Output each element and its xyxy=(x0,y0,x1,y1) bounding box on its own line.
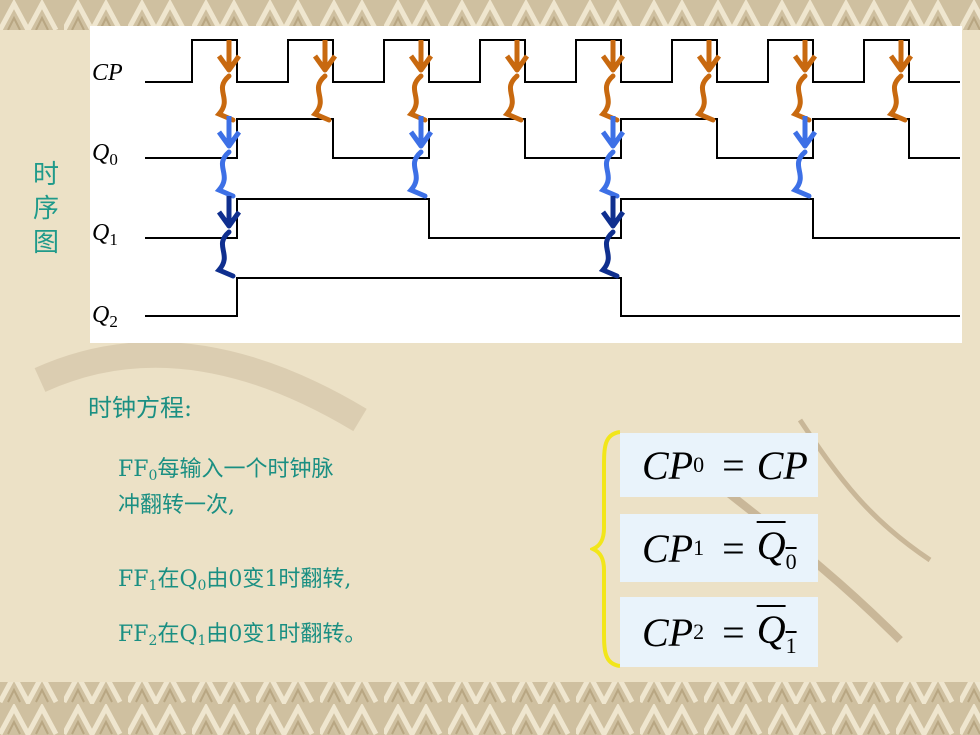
ff2-mid: 在Q xyxy=(157,622,198,647)
q0-waveform xyxy=(145,118,960,159)
cp-trigger-arrow xyxy=(694,40,722,123)
timing-diagram-vertical-label: 时 序 图 xyxy=(26,158,66,260)
equation-brace xyxy=(590,430,621,668)
eq-lhs-sub: 1 xyxy=(693,535,705,560)
eq-lhs: CP xyxy=(642,609,694,655)
ff2-text: 由0变1时翻转。 xyxy=(206,622,367,647)
ff2-qsub: 1 xyxy=(197,633,207,649)
note-ff1: FF1在Q0由0变1时翻转, xyxy=(118,565,351,601)
eq-equals: = xyxy=(722,609,745,655)
ff1-sub: 1 xyxy=(148,578,158,594)
ff0-sub: 0 xyxy=(148,468,158,484)
cp-trigger-arrow xyxy=(310,40,338,123)
clock-equation-heading: 时钟方程: xyxy=(88,394,193,422)
eq-equals: = xyxy=(722,525,745,571)
q0-trigger-arrow xyxy=(214,116,242,199)
cp-trigger-arrow xyxy=(598,40,626,123)
ff1-mid: 在Q xyxy=(157,567,198,592)
q0-trigger-arrow xyxy=(790,116,818,199)
cp-trigger-arrow xyxy=(214,40,242,123)
ff1-text: 由0变1时翻转, xyxy=(206,567,352,592)
eq-lhs: CP xyxy=(642,442,694,488)
bottom-border-pattern xyxy=(0,682,980,735)
signal-label: CP xyxy=(92,60,123,86)
ff0-line1: 每输入一个时钟脉 xyxy=(157,457,334,482)
eq-rhs-sub: 0 xyxy=(785,548,797,574)
ff1-prefix: FF xyxy=(118,567,149,592)
ff0-line2: 冲翻转一次, xyxy=(118,493,235,518)
q2-waveform xyxy=(145,277,960,317)
ff1-qsub: 0 xyxy=(197,578,207,594)
ff0-prefix: FF xyxy=(118,457,149,482)
vertical-label-char: 序 xyxy=(32,194,59,224)
q1-trigger-arrow xyxy=(598,196,626,279)
cp-trigger-arrow xyxy=(406,40,434,123)
eq-lhs: CP xyxy=(642,525,694,571)
ff2-sub: 2 xyxy=(148,633,158,649)
q0-trigger-arrow xyxy=(598,116,626,199)
vertical-label-char: 时 xyxy=(32,160,59,190)
eq-rhs: Q xyxy=(756,522,786,568)
eq-rhs-overlined: Q1 xyxy=(757,606,803,659)
q0-trigger-arrow xyxy=(406,116,434,199)
note-ff0: FF0每输入一个时钟脉 冲翻转一次, xyxy=(118,455,333,521)
cp-trigger-arrow xyxy=(886,40,914,123)
cp-trigger-arrow xyxy=(790,40,818,123)
vertical-label-char: 图 xyxy=(32,228,59,258)
eq-rhs: Q xyxy=(756,606,786,652)
eq-lhs-sub: 2 xyxy=(693,619,705,644)
eq-equals: = xyxy=(722,442,745,488)
ff2-prefix: FF xyxy=(118,622,149,647)
eq-rhs-sub: 1 xyxy=(785,632,797,658)
top-border-pattern xyxy=(0,0,980,30)
eq-rhs: CP xyxy=(756,442,808,488)
eq-rhs-overlined: Q0 xyxy=(757,522,803,575)
cp-trigger-arrow xyxy=(502,40,530,123)
q1-trigger-arrow xyxy=(214,196,242,279)
note-ff2: FF2在Q1由0变1时翻转。 xyxy=(118,620,366,656)
eq-lhs-sub: 0 xyxy=(693,452,705,477)
